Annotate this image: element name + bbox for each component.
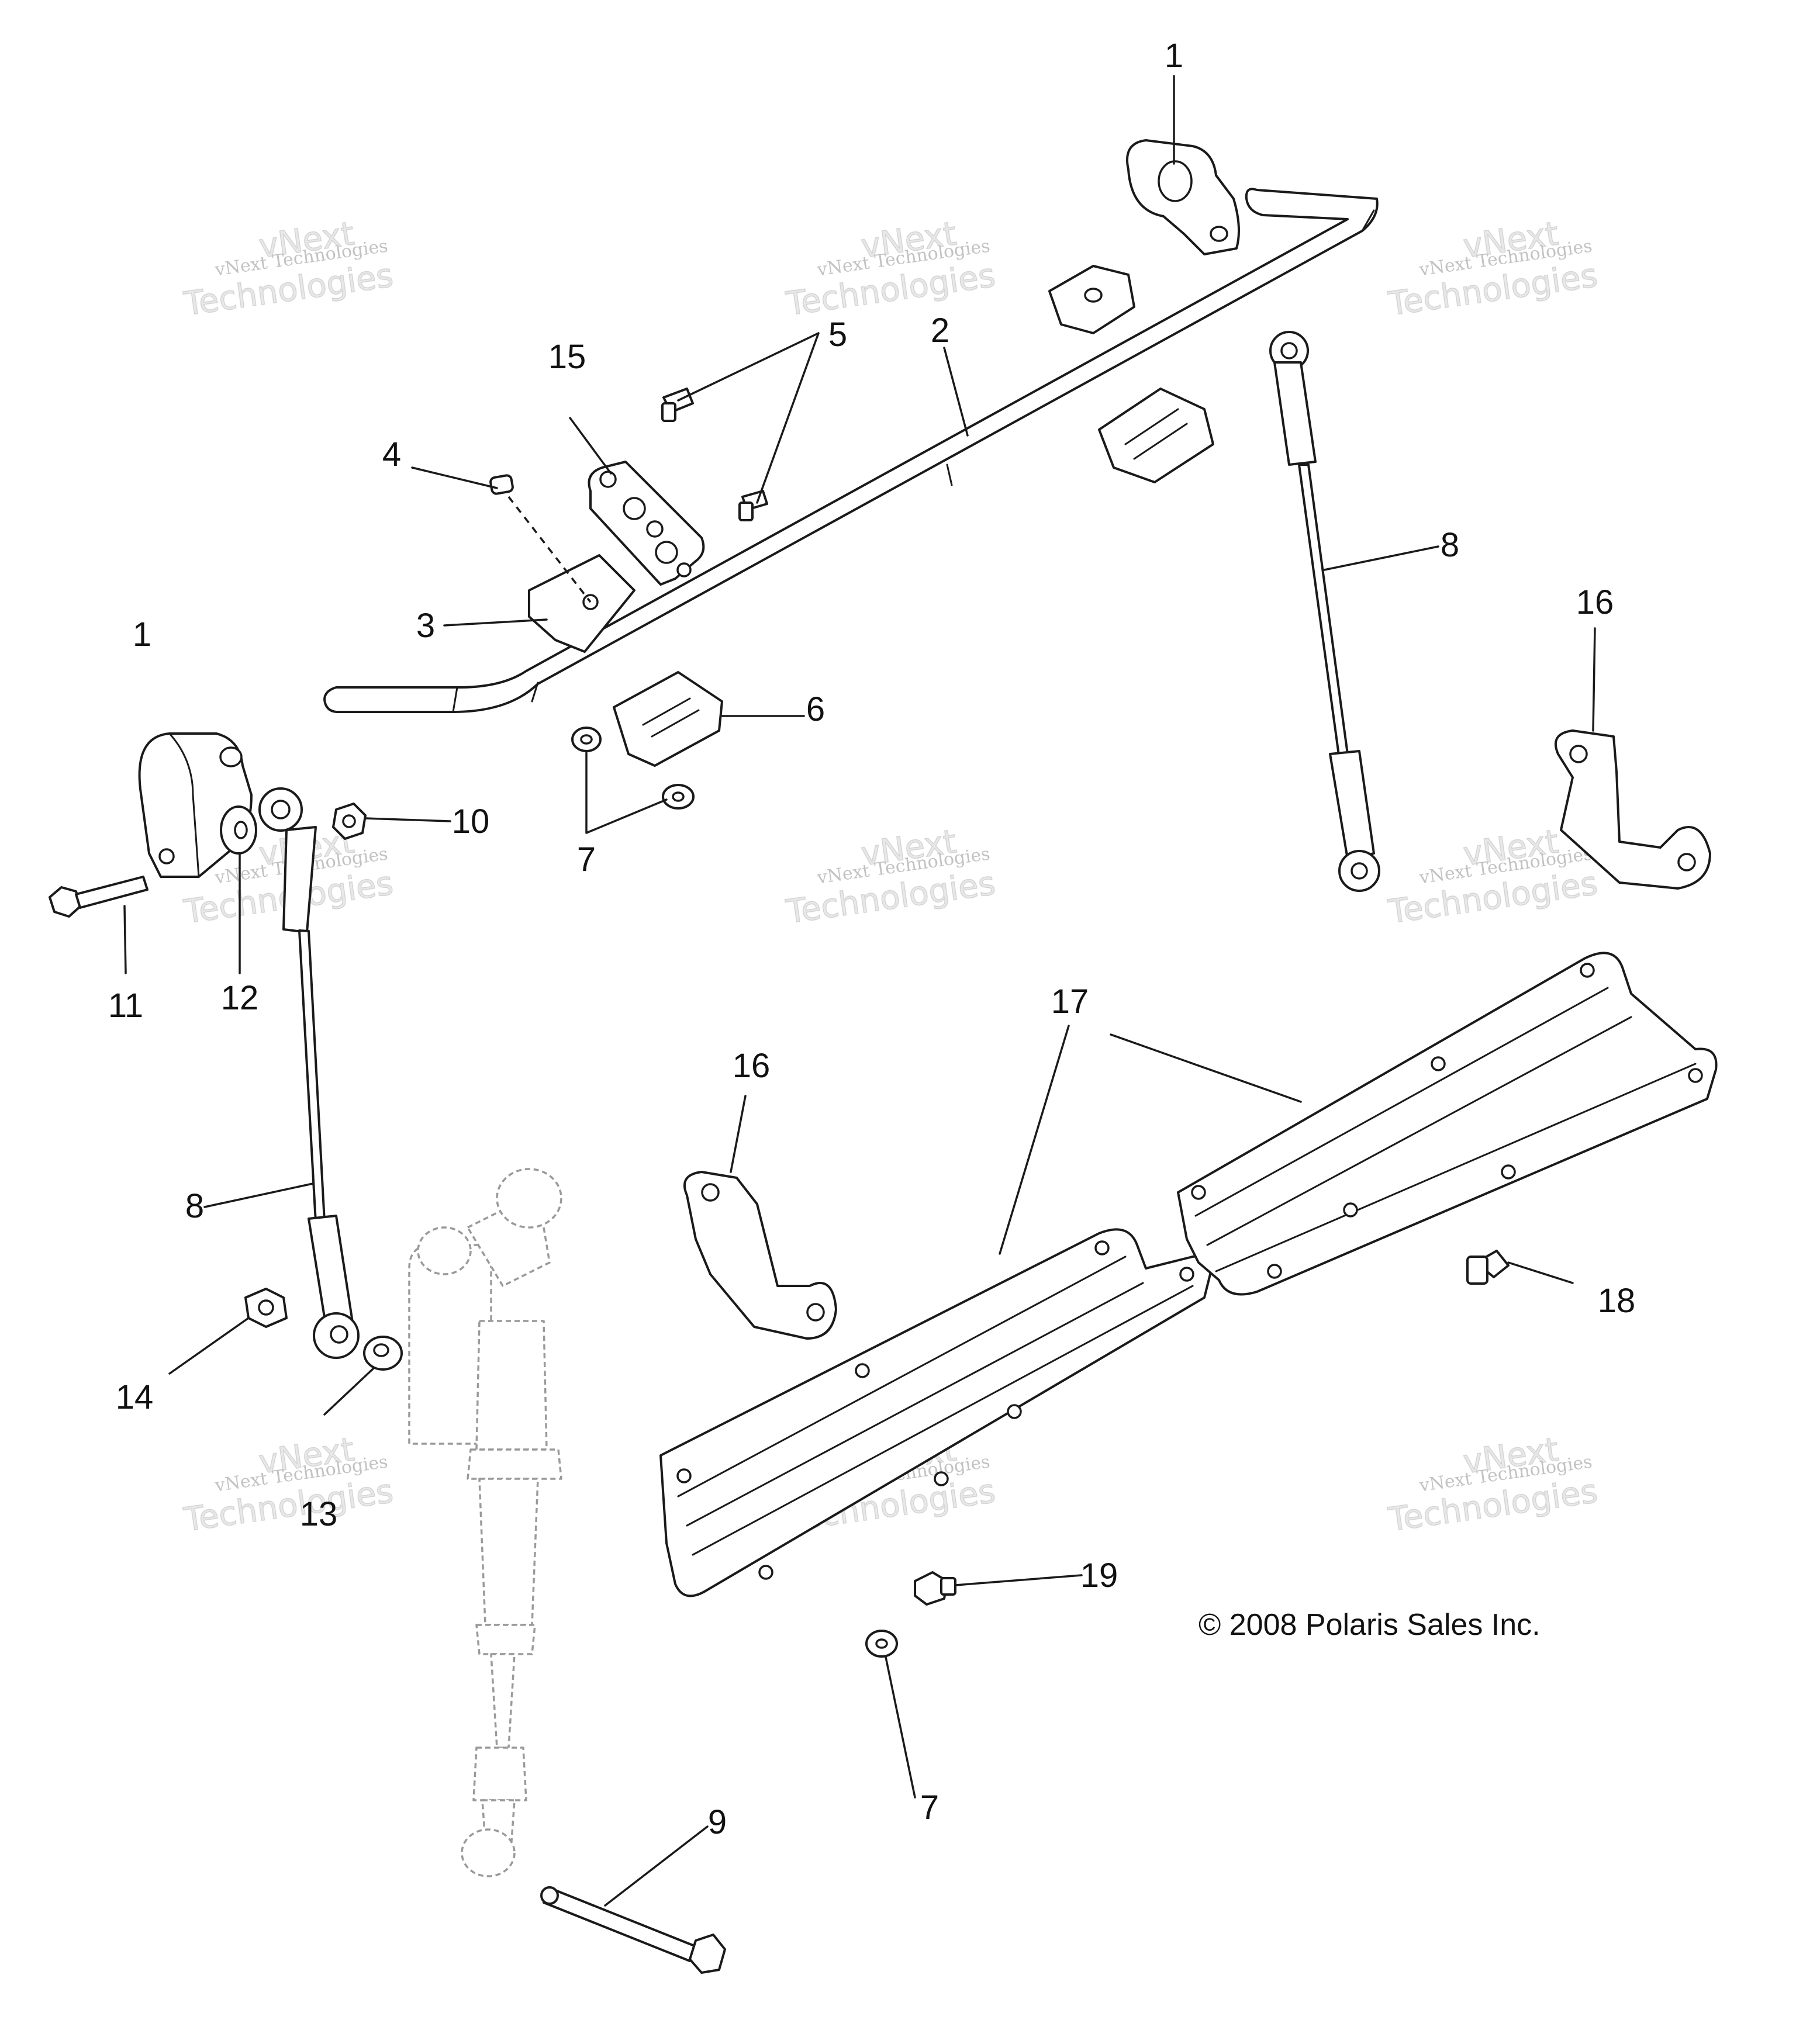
callout-labels: 1 2 5 15 4 3 6 7 8 16 1 10 11 12 17 16 8… — [108, 37, 1635, 1841]
callout-8-left: 8 — [185, 1187, 204, 1225]
screw-5-lower — [738, 490, 768, 521]
watermark-top-center: Technologies vNext Technologies vNext — [783, 215, 999, 324]
callout-2: 2 — [931, 312, 949, 350]
watermark-top-left: Technologies vNext Technologies vNext — [181, 215, 396, 324]
callout-3: 3 — [416, 607, 435, 645]
skid-rail-right — [1177, 952, 1718, 1296]
stabilizer-link-right — [1269, 331, 1380, 892]
bracket-plate — [588, 461, 705, 586]
bolt-11 — [49, 876, 148, 918]
screw-18 — [1466, 1250, 1510, 1285]
callout-16-left: 16 — [733, 1047, 771, 1085]
watermark-top-right: Technologies vNext Technologies vNext — [1386, 215, 1601, 324]
long-bolt-9 — [540, 1886, 726, 1974]
bar-clamp-left — [138, 732, 253, 878]
callout-11: 11 — [108, 987, 143, 1025]
callout-5: 5 — [828, 316, 847, 354]
clamp-3 — [528, 554, 635, 653]
washer-7-right — [662, 784, 695, 810]
callout-6: 6 — [806, 690, 825, 728]
watermark-low-right: Technologies vNext Technologies vNext — [1386, 1430, 1601, 1540]
washer-7-lower — [865, 1630, 898, 1658]
leader-lines — [123, 75, 1596, 1907]
callout-4: 4 — [382, 435, 401, 473]
callout-17: 17 — [1051, 983, 1089, 1021]
callout-9: 9 — [708, 1803, 727, 1841]
nut-14 — [244, 1288, 288, 1328]
callout-1-right: 1 — [1165, 37, 1183, 75]
washer-12 — [220, 805, 257, 855]
callout-1-left: 1 — [133, 615, 151, 653]
spacer-13 — [363, 1336, 403, 1371]
callout-19: 19 — [1080, 1557, 1118, 1595]
nut-10 — [332, 803, 367, 840]
copyright-notice: © 2008 Polaris Sales Inc. — [1199, 1608, 1541, 1642]
bracket-16-right — [1555, 729, 1711, 890]
callout-7-upper: 7 — [577, 841, 596, 879]
screw-5-upper — [661, 388, 694, 422]
bar-clamp-right — [1126, 139, 1240, 255]
stabilizer-bar — [323, 188, 1379, 713]
bracket-16-left — [683, 1171, 837, 1340]
callout-14: 14 — [116, 1378, 154, 1416]
screw-4 — [489, 474, 592, 603]
callout-16-right: 16 — [1576, 583, 1614, 621]
watermark-mid-center: Technologies vNext Technologies vNext — [783, 822, 999, 932]
callout-13: 13 — [300, 1495, 338, 1533]
shock-absorber-ghost — [408, 1168, 562, 1877]
bushing-mid-right — [1098, 388, 1214, 483]
bushing-upper-right — [1048, 265, 1135, 334]
callout-18: 18 — [1598, 1282, 1636, 1320]
washer-7-left — [571, 727, 602, 752]
callout-15: 15 — [548, 338, 586, 376]
bushing-bracket-6 — [613, 671, 723, 767]
bolt-19 — [914, 1571, 956, 1606]
callout-10: 10 — [452, 803, 490, 841]
watermark-low-left: Technologies vNext Technologies vNext — [181, 1430, 396, 1540]
stabilizer-link-left — [258, 787, 360, 1359]
callout-7-lower: 7 — [920, 1789, 939, 1827]
callout-8-right: 8 — [1441, 526, 1459, 564]
callout-12: 12 — [221, 979, 259, 1017]
